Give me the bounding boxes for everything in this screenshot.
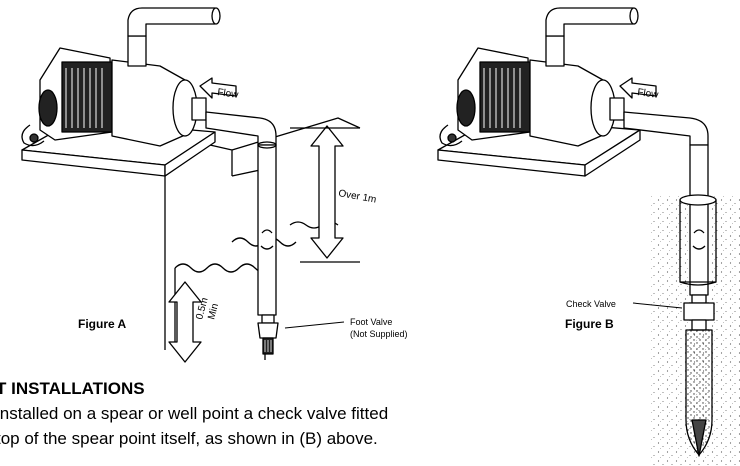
check-valve-label: Check Valve — [566, 299, 616, 309]
figure-a-caption: Figure A — [78, 317, 127, 331]
body-line-1: installed on a spear or well point a che… — [0, 404, 389, 423]
height-label: Over 1m — [337, 188, 377, 205]
flow-label-b: Flow — [637, 87, 660, 101]
foot-valve-label: Foot Valve — [350, 317, 392, 327]
figure-b — [437, 7, 740, 466]
body-line-2: top of the spear point itself, as shown … — [0, 429, 378, 448]
flow-label-a: Flow — [217, 87, 240, 101]
figure-b-caption: Figure B — [565, 317, 614, 331]
depth-label-min: Min — [206, 302, 221, 320]
foot-valve-note: (Not Supplied) — [350, 329, 408, 339]
section-heading: T INSTALLATIONS — [0, 379, 145, 398]
figure-a — [21, 7, 361, 363]
